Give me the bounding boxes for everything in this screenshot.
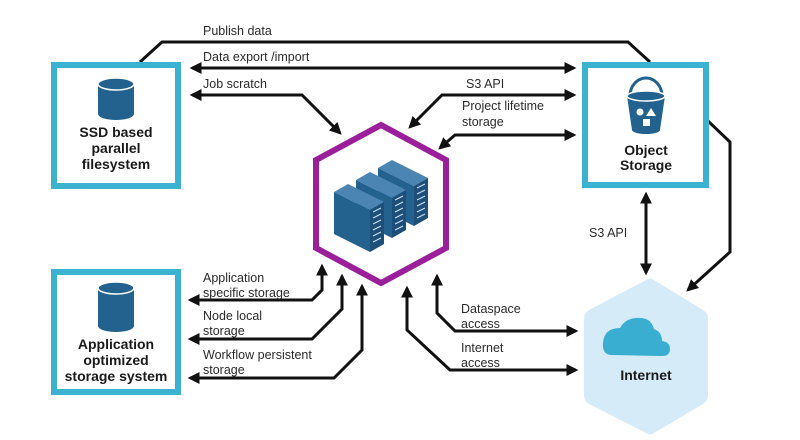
server-rack-icon: [334, 160, 428, 252]
database-cylinder-icon: [97, 77, 135, 120]
node-title-line: parallel: [91, 140, 140, 156]
edge-label-workflow-1: Workflow persistent: [203, 348, 312, 362]
edge-label-publish-data: Publish data: [203, 24, 272, 38]
edge-publish-data: Publish data: [138, 24, 652, 64]
edge-s3-api-side: S3 API: [589, 191, 652, 276]
edge-label-project-lifetime-1: Project lifetime: [462, 99, 544, 113]
edge-dataspace-access: Dataspace access: [431, 273, 579, 337]
edge-label-dataspace-1: Dataspace: [461, 302, 521, 316]
node-title-line: Internet: [620, 367, 672, 383]
node-title-line: storage system: [65, 368, 168, 384]
edge-label-node-local-2: storage: [203, 324, 245, 338]
node-ssd-filesystem: SSD based parallel filesystem: [51, 62, 181, 189]
edge-label-dataspace-2: access: [461, 317, 500, 331]
node-object-storage: Object Storage: [582, 62, 709, 188]
edge-label-s3-api-side: S3 API: [589, 226, 627, 240]
edge-label-app-specific-1: Application: [203, 271, 264, 285]
edge-label-project-lifetime-2: storage: [462, 115, 504, 129]
node-app-optimized-storage: Application optimized storage system: [51, 269, 181, 395]
edge-app-specific: Application specific storage: [187, 263, 328, 306]
node-compute-hub: [313, 121, 449, 287]
node-title-line: optimized: [83, 352, 148, 368]
node-title-line: Storage: [620, 157, 672, 173]
node-title-line: filesystem: [82, 156, 150, 172]
edge-object-to-internet-right: [686, 119, 732, 292]
cloud-icon: [602, 317, 670, 356]
node-internet: Internet: [584, 278, 708, 435]
edge-project-lifetime: Project lifetime storage: [438, 99, 577, 150]
edge-label-app-specific-2: specific storage: [203, 286, 290, 300]
edge-label-job-scratch: Job scratch: [203, 77, 267, 91]
edge-label-internet-1: Internet: [461, 341, 504, 355]
edge-s3-api-top: S3 API: [408, 77, 577, 129]
internet-hexagon: [584, 278, 708, 435]
edge-label-data-export: Data export /import: [203, 50, 310, 64]
edge-job-scratch: Job scratch: [189, 77, 342, 135]
edge-label-workflow-2: storage: [203, 363, 245, 377]
edge-data-export-import: Data export /import: [189, 50, 577, 74]
node-title-line: SSD based: [79, 124, 152, 140]
edge-label-node-local-1: Node local: [203, 309, 262, 323]
database-cylinder-icon: [97, 281, 135, 332]
bucket-icon: [626, 76, 666, 134]
node-title-line: Application: [78, 336, 154, 352]
edge-internet-access: Internet access: [401, 285, 579, 376]
edge-label-s3-api-top: S3 API: [466, 77, 504, 91]
edge-label-internet-2: access: [461, 356, 500, 370]
node-box: [51, 62, 181, 189]
edge-workflow-persistent: Workflow persistent storage: [187, 283, 368, 384]
node-title-line: Object: [624, 142, 668, 158]
